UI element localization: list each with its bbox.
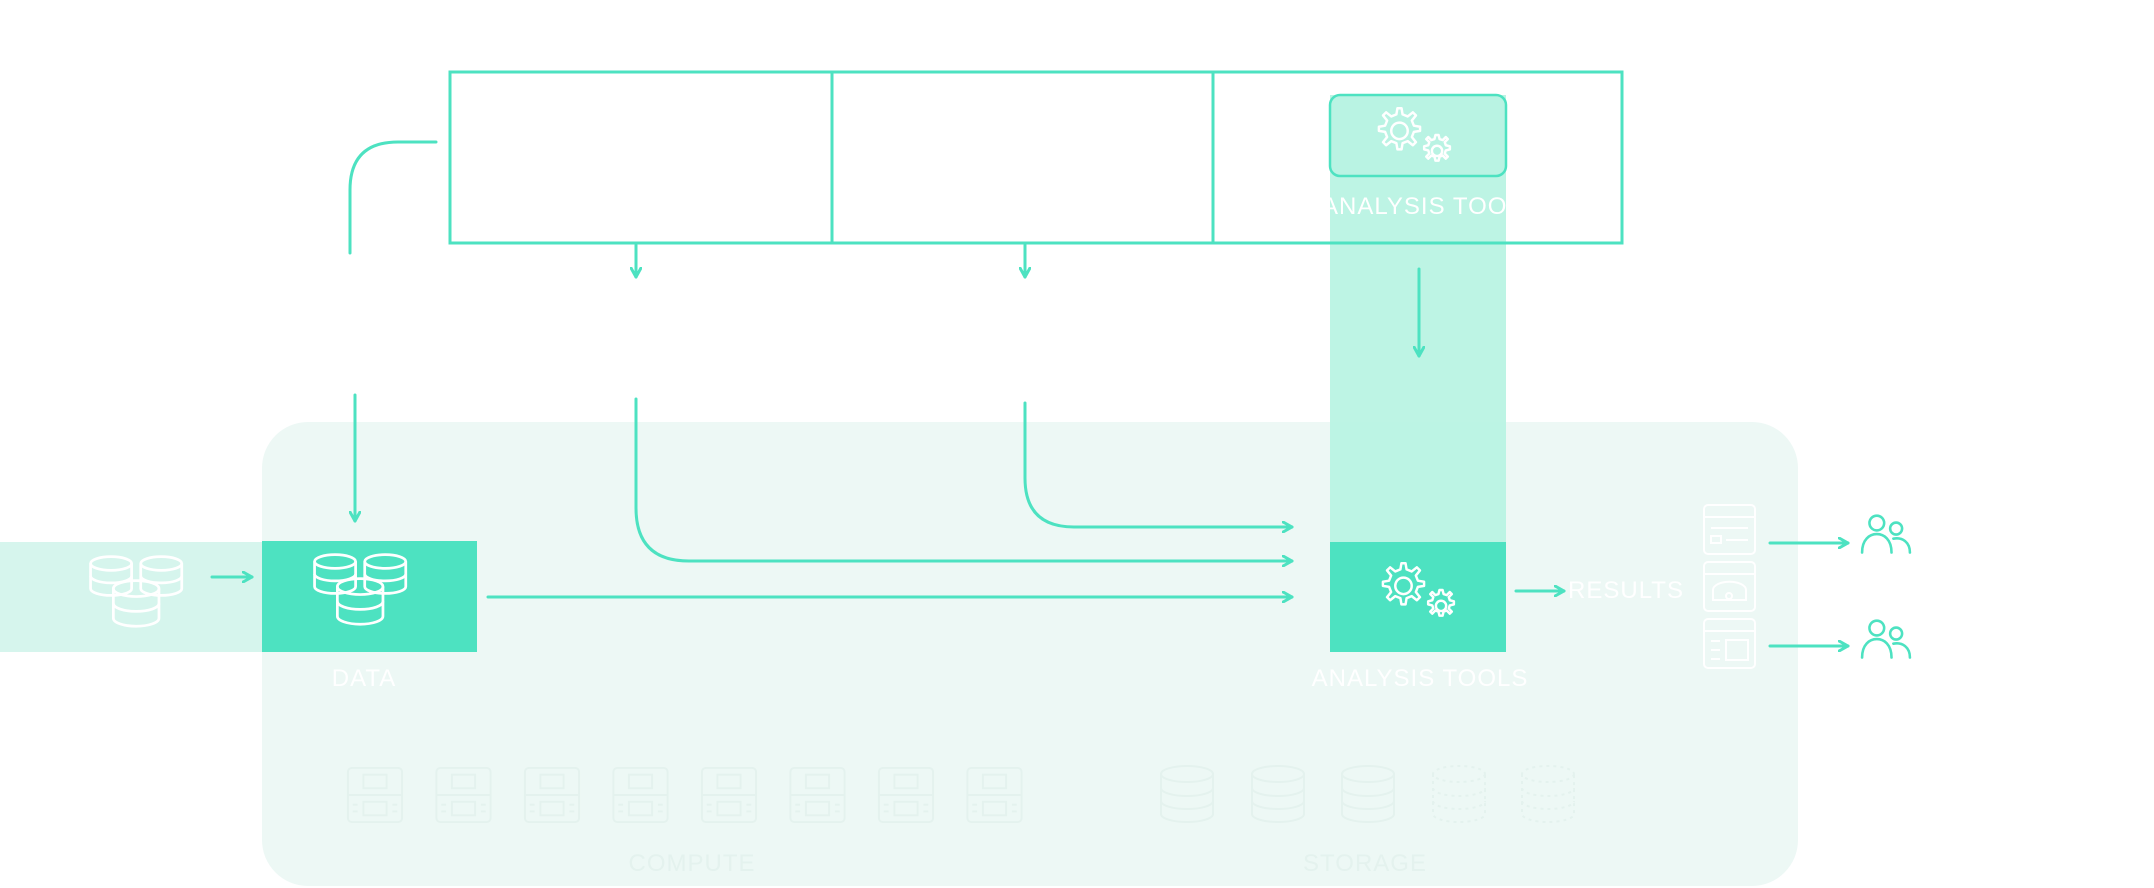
compute-label: COMPUTE (628, 850, 756, 877)
report-icon (1703, 504, 1756, 555)
analysis-tools-label: ANALYSIS TOOLS (1311, 665, 1529, 692)
analysis-tool-top-label-clip: ANALYSIS TOOLS (1330, 193, 1506, 227)
layout-icon (1703, 618, 1756, 669)
top-process-box (448, 70, 1624, 245)
top-box-outline (448, 70, 1624, 245)
users-icon (1860, 514, 1912, 554)
data-label: DATA (331, 665, 397, 692)
data-block[interactable] (262, 541, 477, 652)
loop-connector (348, 140, 438, 255)
analysis-tool-top-label: ANALYSIS TOOLS (1330, 193, 1506, 220)
arrow-stage1-to-analysis (634, 397, 1294, 561)
platform-panel (262, 422, 1798, 886)
users-icon (1860, 619, 1912, 659)
results-label: RESULTS (1568, 577, 1684, 604)
arrow-stage2-to-analysis (1023, 401, 1294, 527)
analysis-tool-top-card[interactable] (1328, 93, 1508, 178)
results-icons (1703, 504, 1756, 669)
storage-label: STORAGE (1303, 850, 1427, 877)
dashboard-icon (1703, 561, 1756, 612)
analysis-tools-block[interactable] (1330, 542, 1506, 652)
